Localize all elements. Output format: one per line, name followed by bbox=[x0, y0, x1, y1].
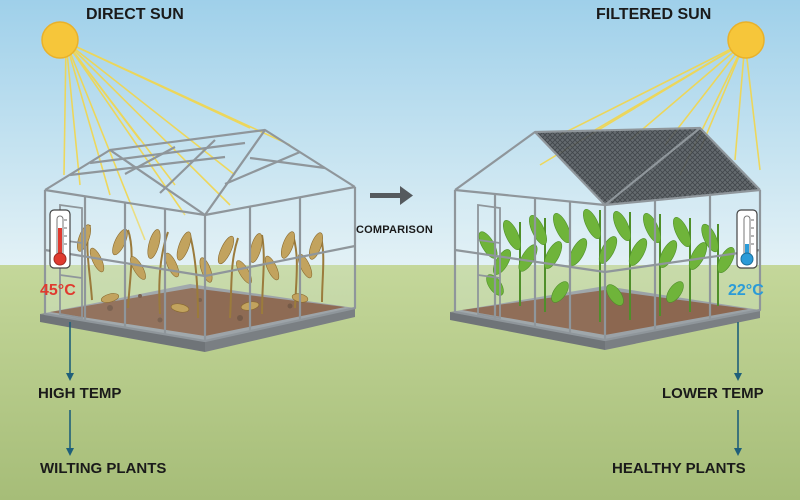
left-step-high-temp: HIGH TEMP bbox=[38, 385, 122, 402]
left-wilted-plants bbox=[76, 224, 325, 319]
left-flow-arrows bbox=[66, 322, 74, 456]
right-sun-rays bbox=[539, 41, 761, 176]
right-step-healthy-plants: HEALTHY PLANTS bbox=[612, 460, 746, 477]
comparison-label: COMPARISON bbox=[356, 224, 433, 236]
left-step-wilting-plants: WILTING PLANTS bbox=[40, 460, 167, 477]
left-title: DIRECT SUN bbox=[86, 6, 184, 23]
right-greenhouse bbox=[450, 126, 762, 350]
right-title: FILTERED SUN bbox=[596, 6, 712, 23]
right-door bbox=[477, 203, 501, 320]
right-step-lower-temp: LOWER TEMP bbox=[662, 385, 764, 402]
left-sun-rays bbox=[63, 41, 291, 241]
right-flow-arrows bbox=[734, 322, 742, 456]
right-sun-icon bbox=[727, 21, 765, 59]
left-sun-icon bbox=[41, 21, 79, 59]
left-temperature: 45°C bbox=[40, 282, 76, 299]
right-greenhouse-frame bbox=[453, 126, 762, 342]
comparison-arrow bbox=[370, 186, 413, 205]
right-shade-net bbox=[535, 128, 760, 205]
thermometer-cool-icon bbox=[736, 209, 758, 269]
right-temperature: 22°C bbox=[728, 282, 764, 299]
thermometer-hot-icon bbox=[49, 209, 71, 269]
left-greenhouse-frame bbox=[43, 128, 357, 343]
left-greenhouse bbox=[40, 128, 357, 352]
